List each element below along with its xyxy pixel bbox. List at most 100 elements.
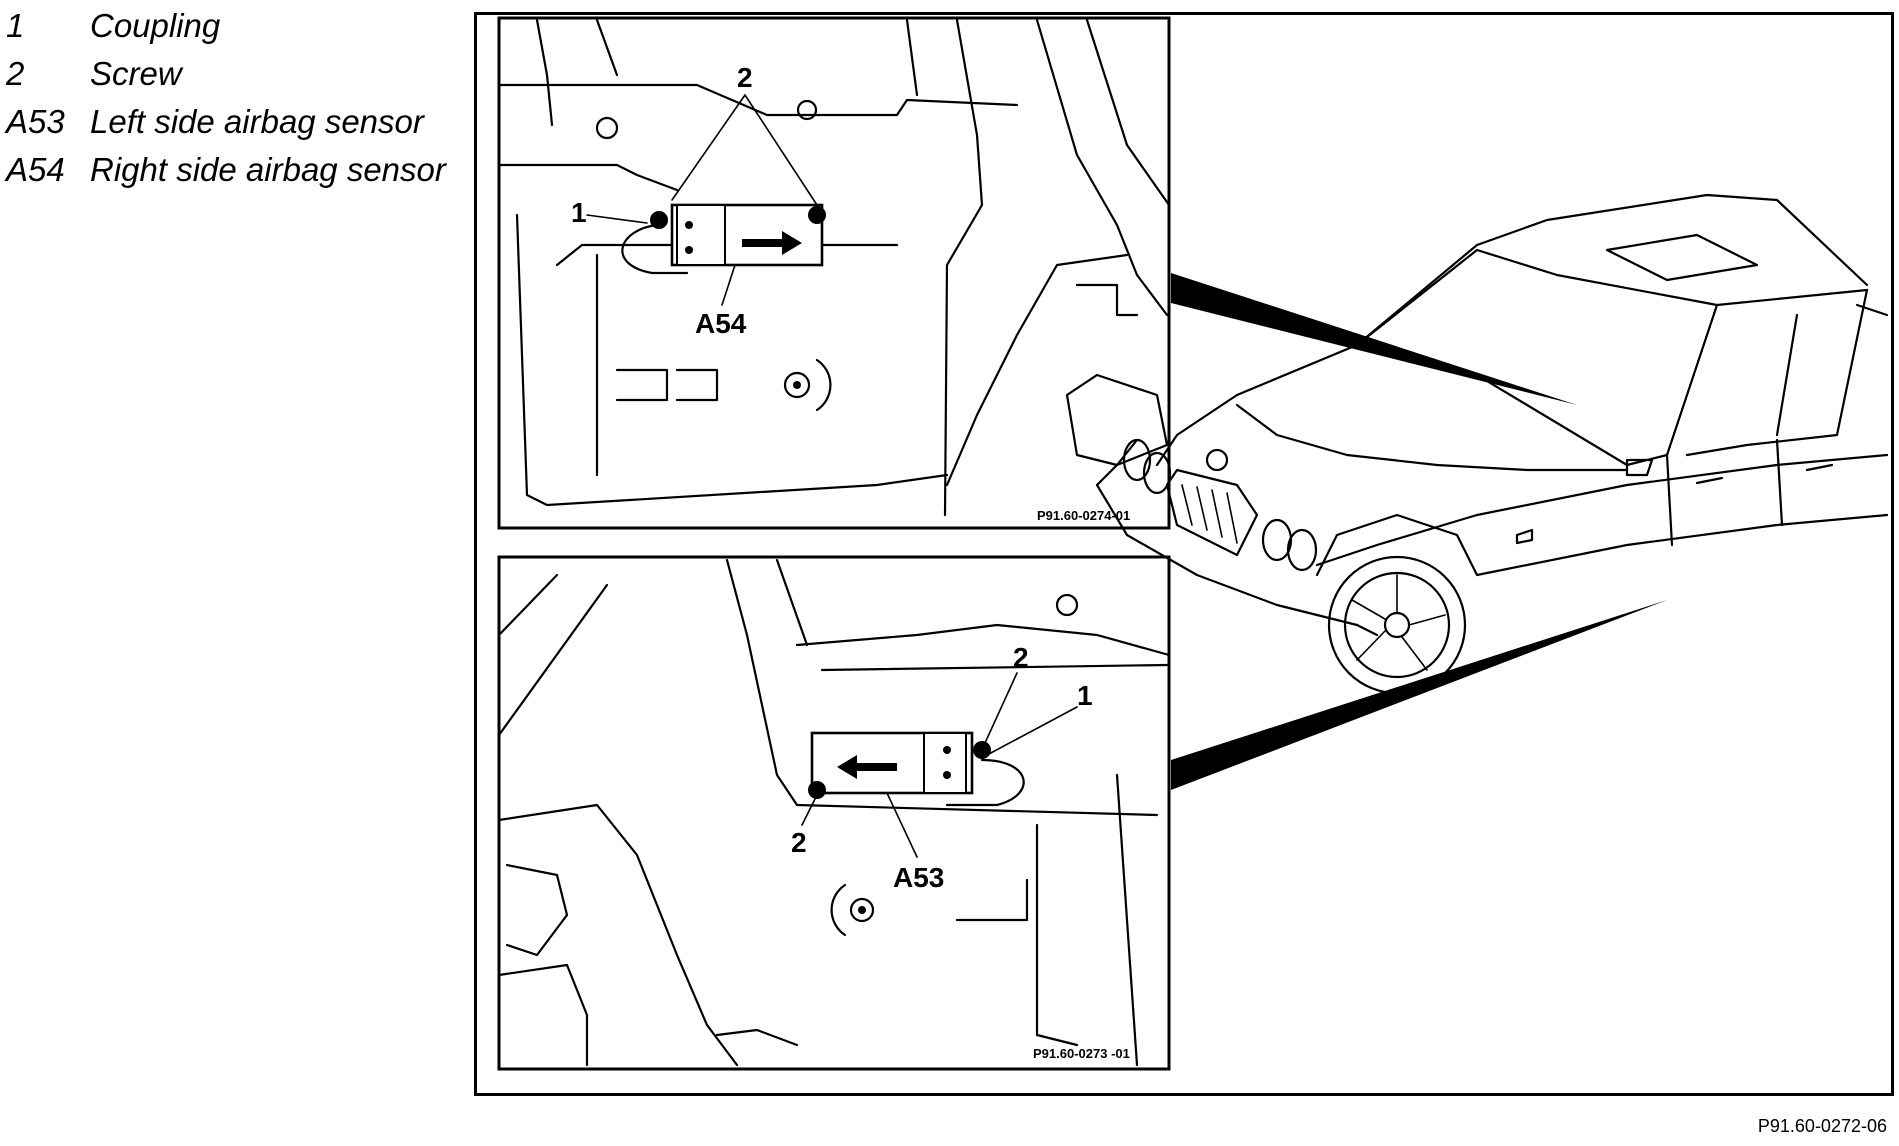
car-b-pillar xyxy=(1775,313,1799,437)
car-illustration xyxy=(1095,193,1889,695)
harness-cable xyxy=(497,803,739,1067)
bottom-inset: 2 1 2 A53 P91.60-0273 -01 xyxy=(497,555,1171,1071)
car-roof-edge xyxy=(1475,248,1869,307)
trim-edge xyxy=(535,18,554,127)
callout-screw-top: 2 xyxy=(1013,642,1029,673)
floor-boss-center xyxy=(793,381,801,389)
trim-edge xyxy=(595,18,619,77)
car-bumper-corner xyxy=(1095,438,1139,487)
leader-line xyxy=(986,706,1078,756)
figure-drawing: 2 1 A54 P91.60-0274-01 xyxy=(497,16,1889,1071)
car-side-skirt xyxy=(1355,623,1379,637)
car-headlight xyxy=(1261,518,1293,562)
screw-icon xyxy=(943,771,951,779)
bracket xyxy=(1075,283,1139,317)
car-door-handle xyxy=(1695,476,1724,485)
sensor-a53-plate xyxy=(923,732,967,794)
car-wheel-arch xyxy=(1315,513,1479,577)
legend-label: Right side airbag sensor xyxy=(90,151,446,188)
pointer-wedge-top xyxy=(1171,273,1577,405)
body-edge xyxy=(1035,18,1169,317)
floor-slot xyxy=(615,368,719,402)
floor-seam xyxy=(1115,773,1139,1067)
legend-item: 2 Screw xyxy=(6,50,446,98)
figure-code: P91.60-0272-06 xyxy=(1757,1116,1887,1136)
screw-icon xyxy=(973,741,991,759)
bracket xyxy=(505,863,569,957)
pillar-edge xyxy=(905,18,919,97)
pointer-wedge-bottom xyxy=(1171,600,1667,790)
floor-arc xyxy=(830,883,847,937)
car-door-handle xyxy=(1805,463,1834,472)
floor-boss-center xyxy=(858,906,866,914)
top-inset-ref-code: P91.60-0274-01 xyxy=(1037,508,1130,523)
crossmember-top xyxy=(497,83,1019,117)
coupling-loop xyxy=(945,758,1025,807)
leader-line xyxy=(984,672,1018,744)
car-belt-line xyxy=(1315,453,1889,567)
legend-item: A54 Right side airbag sensor xyxy=(6,146,446,194)
pillar-edge xyxy=(943,18,984,517)
mounting-hole xyxy=(796,99,818,121)
car-emblem-icon xyxy=(1205,448,1229,472)
bracket xyxy=(1065,373,1169,467)
legend-code: A53 xyxy=(6,103,65,140)
top-inset: 2 1 A54 P91.60-0274-01 xyxy=(497,16,1171,530)
car-hood-line xyxy=(1355,343,1629,467)
body-edge xyxy=(497,573,559,637)
legend-item: 1 Coupling xyxy=(6,2,446,50)
floor-bracket xyxy=(955,878,1029,922)
car-headlight xyxy=(1142,451,1172,495)
crossmember-bottom xyxy=(497,163,679,192)
sensor-a54-plate xyxy=(676,204,726,266)
pillar-edge xyxy=(725,558,799,807)
mounting-hole xyxy=(1055,593,1079,617)
floor-seam xyxy=(1035,823,1079,1047)
screw-icon xyxy=(808,781,826,799)
legend-item: A53 Left side airbag sensor xyxy=(6,98,446,146)
callout-coupling: 1 xyxy=(1077,680,1093,711)
car-mirror xyxy=(1625,458,1654,477)
arrow-right-icon xyxy=(742,231,802,255)
floor-outline xyxy=(515,213,949,507)
car-headlight xyxy=(1286,528,1318,572)
bottom-inset-ref-code: P91.60-0273 -01 xyxy=(1033,1046,1130,1061)
car-wheel-spokes xyxy=(1351,574,1446,671)
harness-cable xyxy=(945,253,1129,487)
car-sunroof xyxy=(1605,233,1759,282)
callout-coupling: 1 xyxy=(571,197,587,228)
callout-sensor-a54: A54 xyxy=(695,308,747,339)
leader-line xyxy=(721,264,736,306)
screw-icon xyxy=(685,246,693,254)
floor-boss xyxy=(849,897,875,923)
legend-code: 1 xyxy=(6,7,25,44)
screw-icon xyxy=(685,221,693,229)
car-hood-front xyxy=(1155,343,1359,467)
legend-code: 2 xyxy=(6,55,25,92)
screw-icon xyxy=(808,206,826,224)
car-front-wheel xyxy=(1327,555,1467,695)
callout-screw: 2 xyxy=(737,62,753,93)
car-rear-pillar xyxy=(1855,303,1889,317)
pillar-edge xyxy=(775,558,809,647)
floor-arc xyxy=(815,358,832,412)
legend: 1 Coupling 2 Screw A53 Left side airbag … xyxy=(6,2,446,194)
car-side-marker xyxy=(1515,528,1534,545)
leader-line xyxy=(886,792,918,858)
car-grille xyxy=(1165,468,1259,557)
legend-code: A54 xyxy=(6,151,65,188)
mounting-hole xyxy=(595,116,619,140)
top-inset-frame xyxy=(497,16,1171,530)
callout-screw-bottom: 2 xyxy=(791,827,807,858)
leader-line xyxy=(586,214,648,224)
figure-frame: 2 1 A54 P91.60-0274-01 xyxy=(474,12,1894,1096)
body-edge xyxy=(1085,18,1171,207)
car-roofline xyxy=(1355,193,1869,347)
crossmember-bottom xyxy=(795,803,1159,817)
car-door-seam xyxy=(1775,438,1784,527)
body-edge xyxy=(497,583,609,737)
car-grille-bars xyxy=(1181,484,1238,544)
car-a-pillar xyxy=(1625,303,1719,467)
car-wheel-hub xyxy=(1383,611,1411,639)
bracket xyxy=(497,963,589,1067)
